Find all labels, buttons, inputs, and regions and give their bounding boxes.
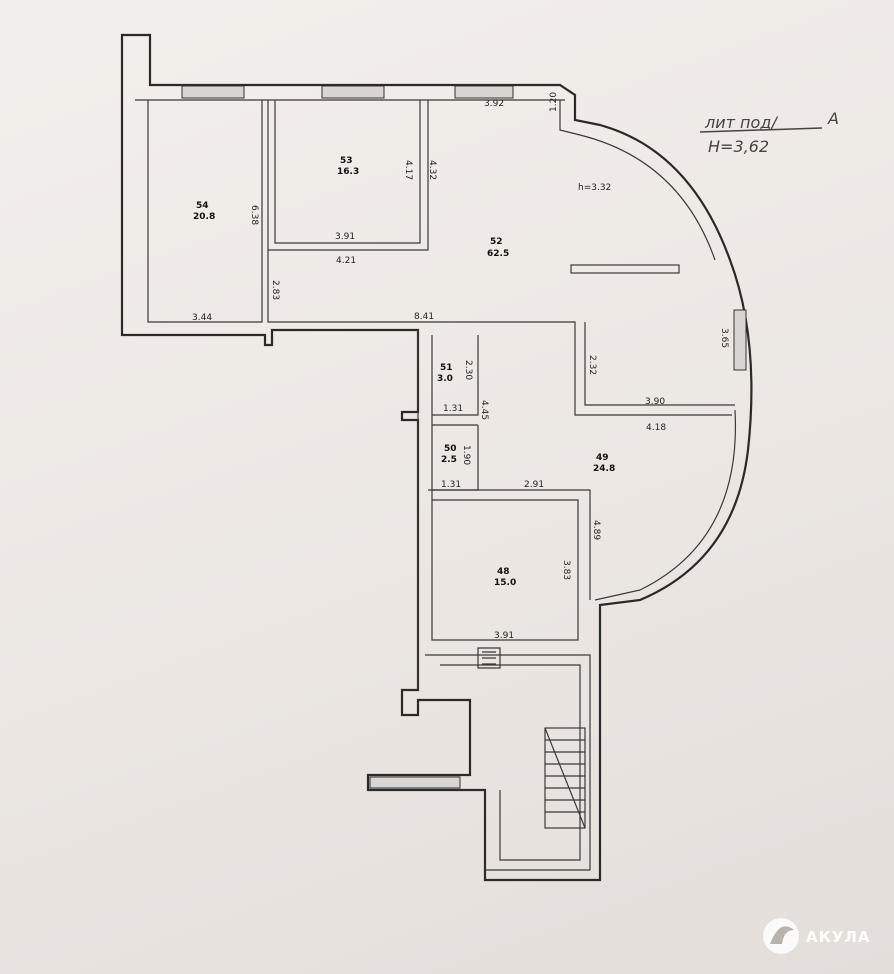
dimension: 2.83 [270,280,280,300]
ceiling-height-note: h=3.32 [578,183,611,193]
dimension: 4.89 [591,520,601,540]
dimension: 3.44 [192,313,212,323]
room-number: 49 [596,453,609,463]
room-area: 62.5 [487,249,509,259]
room-area: 15.0 [494,578,516,588]
dimension: 3.83 [561,560,571,580]
dimension: 3.90 [645,397,665,407]
windows [181,85,747,789]
room-area: 3.0 [437,374,453,384]
watermark-text: АКУЛА [806,928,871,946]
plan-title: лит под/ [704,113,778,132]
dimension: 1.31 [443,404,463,414]
dimension: 4.18 [646,423,666,433]
dimension: 4.17 [403,160,413,180]
room-area: 16.3 [337,167,359,177]
dimension: 4.21 [336,256,356,266]
dimension: 1.90 [461,445,471,465]
room-labels: 54 20.8 53 16.3 52 62.5 51 3.0 50 2.5 49… [193,156,615,588]
watermark-logo: АКУЛА [763,918,871,954]
room-area: 2.5 [441,455,457,465]
room-number: 52 [490,237,503,247]
dimension: 3.65 [719,328,729,348]
plan-height: H=3,62 [708,137,769,156]
dimension: 2.30 [463,360,473,380]
dimension: 2.91 [524,480,544,490]
dimension: 4.45 [479,400,489,420]
room-number: 48 [497,567,510,577]
dimension: 1.31 [441,480,461,490]
dimension: 3.92 [484,99,504,109]
room-number: 53 [340,156,353,166]
room-area: 24.8 [593,464,615,474]
dimension-labels: 3.92 1.20 6.38 4.17 4.32 3.91 4.21 2.83 … [192,92,729,641]
dimension: 2.32 [587,355,597,375]
dimension: 8.41 [414,312,434,322]
room-number: 54 [196,201,209,211]
dimension: 3.91 [335,232,355,242]
dimension: 6.38 [249,205,259,225]
room-number: 51 [440,363,453,373]
room-number: 50 [444,444,457,454]
stairs [477,647,586,829]
dimension: 3.91 [494,631,514,641]
plan-letter: А [827,109,839,128]
dimension: 4.32 [427,160,437,180]
walls [120,33,753,882]
dimension: 1.20 [549,92,559,112]
room-area: 20.8 [193,212,215,222]
